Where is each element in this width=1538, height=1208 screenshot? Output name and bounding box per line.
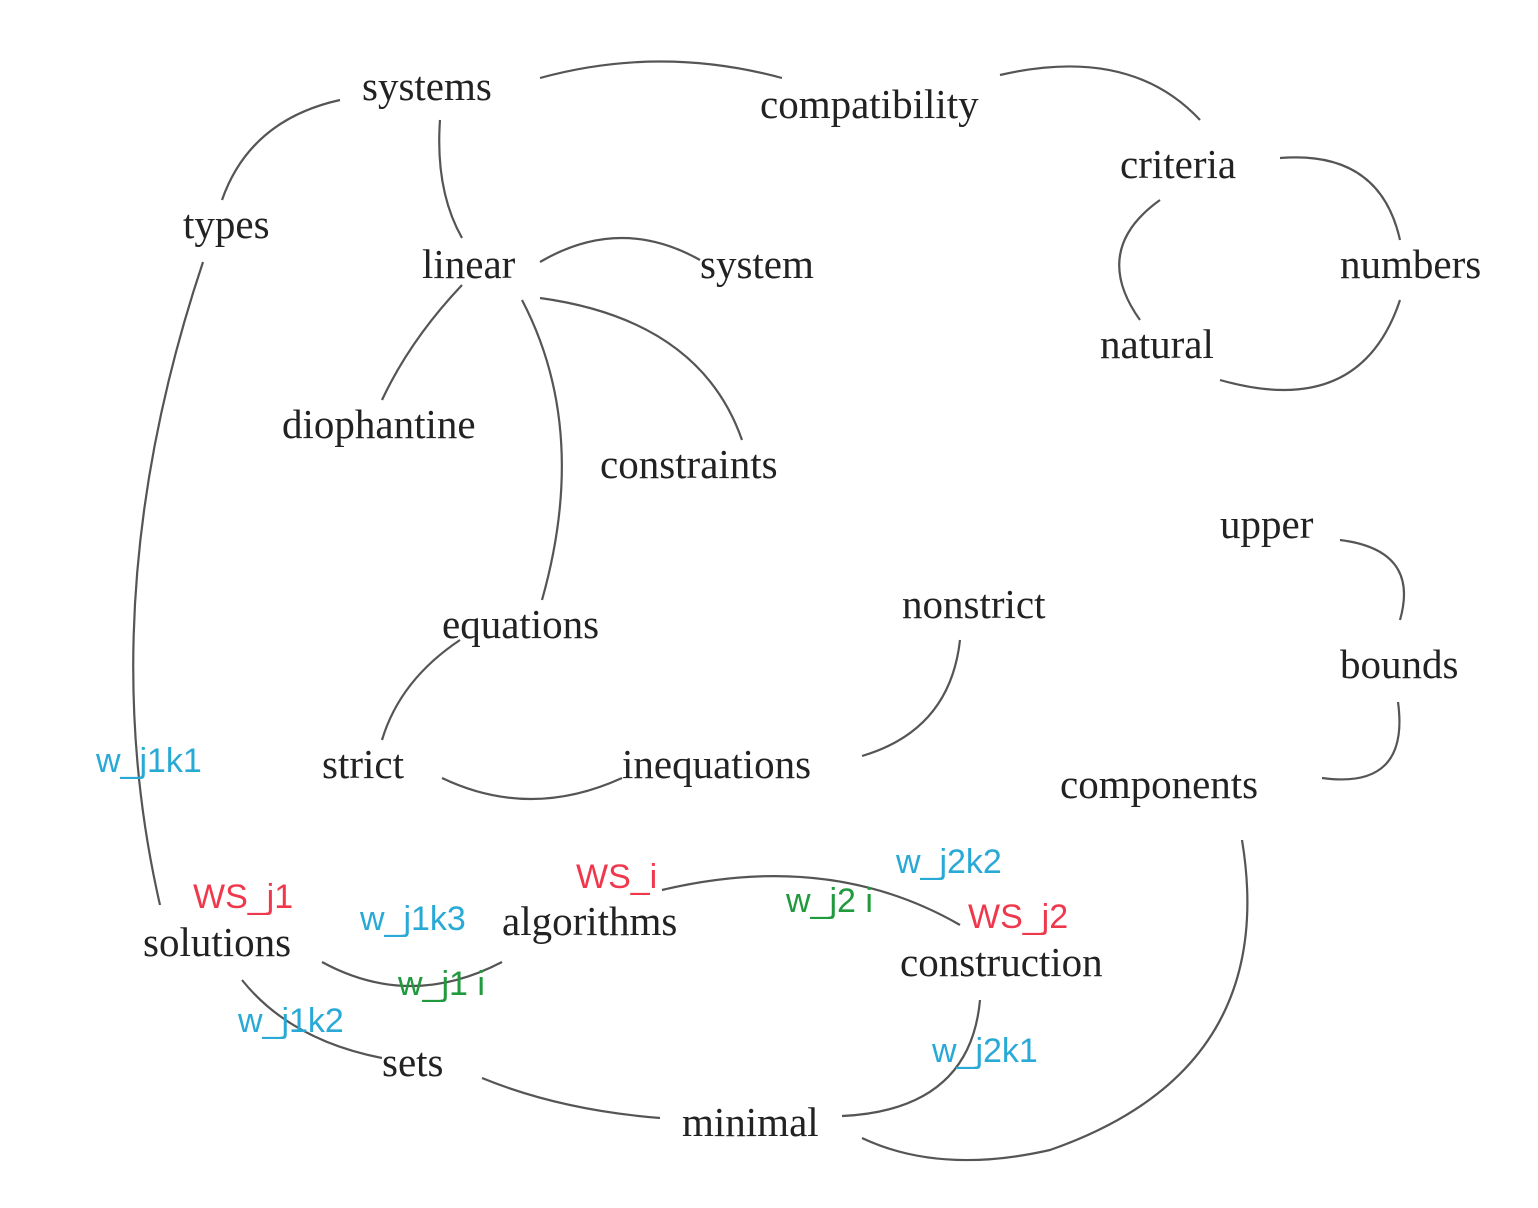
edge-strict-inequations <box>441 776 623 801</box>
edge-criteria-numbers <box>1279 156 1402 241</box>
edge-linear-equations <box>521 299 563 601</box>
node-bounds: bounds <box>1340 641 1459 687</box>
edge-equations-strict <box>380 639 461 741</box>
annotation-ws-j2: WS_j2 <box>968 898 1069 936</box>
node-system: system <box>700 241 814 287</box>
annotation-ws-i: WS_i <box>576 858 658 896</box>
node-compatibility: compatibility <box>760 81 979 127</box>
edge-systems-compatibility <box>539 60 783 80</box>
edge-numbers-natural <box>1219 299 1402 392</box>
node-constraints: constraints <box>600 441 778 487</box>
node-numbers: numbers <box>1340 241 1482 287</box>
edge-linear-diophantine <box>381 284 463 401</box>
node-algorithms: algorithms <box>502 898 678 944</box>
annotation-w-j2-i: w_j2 i <box>786 882 873 920</box>
annotation-w-j1-i: w_j1 i <box>398 965 485 1003</box>
edge-solutions-algorithms <box>321 961 503 987</box>
edge-criteria-natural <box>1118 199 1161 321</box>
edge-construction-minimal <box>841 999 982 1118</box>
node-components: components <box>1060 761 1259 807</box>
edge-compatibility-criteria <box>999 65 1201 121</box>
node-criteria: criteria <box>1120 141 1237 187</box>
edge-components-minimal <box>861 839 1249 1162</box>
annotation-ws-j1: WS_j1 <box>193 878 294 916</box>
node-inequations: inequations <box>622 741 812 787</box>
annotation-w-j1k3: w_j1k3 <box>360 900 466 938</box>
node-nonstrict: nonstrict <box>902 581 1046 627</box>
edge-systems-linear <box>438 119 463 239</box>
node-strict: strict <box>322 741 404 787</box>
edge-nonstrict-inequations <box>861 639 962 758</box>
edge-linear-system <box>539 236 701 263</box>
annotation-w-j1k1: w_j1k1 <box>96 742 202 780</box>
edge-systems-types <box>220 98 341 201</box>
annotation-w-j2k1: w_j2k1 <box>932 1032 1038 1070</box>
node-equations: equations <box>442 601 600 647</box>
node-types: types <box>183 201 270 247</box>
edge-upper-bounds <box>1339 538 1405 621</box>
edge-linear-constraints <box>539 296 744 441</box>
annotation-w-j2k2: w_j2k2 <box>896 843 1002 881</box>
node-upper: upper <box>1220 501 1314 547</box>
node-systems: systems <box>362 63 492 109</box>
node-solutions: solutions <box>143 919 292 965</box>
node-construction: construction <box>900 939 1103 985</box>
edge-types-solutions <box>132 261 205 906</box>
edge-solutions-sets <box>241 979 383 1060</box>
annotation-w-j1k2: w_j1k2 <box>238 1002 344 1040</box>
edge-bounds-components <box>1321 701 1401 781</box>
node-natural: natural <box>1100 321 1214 367</box>
node-linear: linear <box>422 241 516 287</box>
edge-algorithms-construction <box>661 875 961 926</box>
edge-sets-minimal <box>481 1076 661 1120</box>
node-sets: sets <box>382 1039 444 1085</box>
node-minimal: minimal <box>682 1099 819 1145</box>
node-diophantine: diophantine <box>282 401 476 447</box>
